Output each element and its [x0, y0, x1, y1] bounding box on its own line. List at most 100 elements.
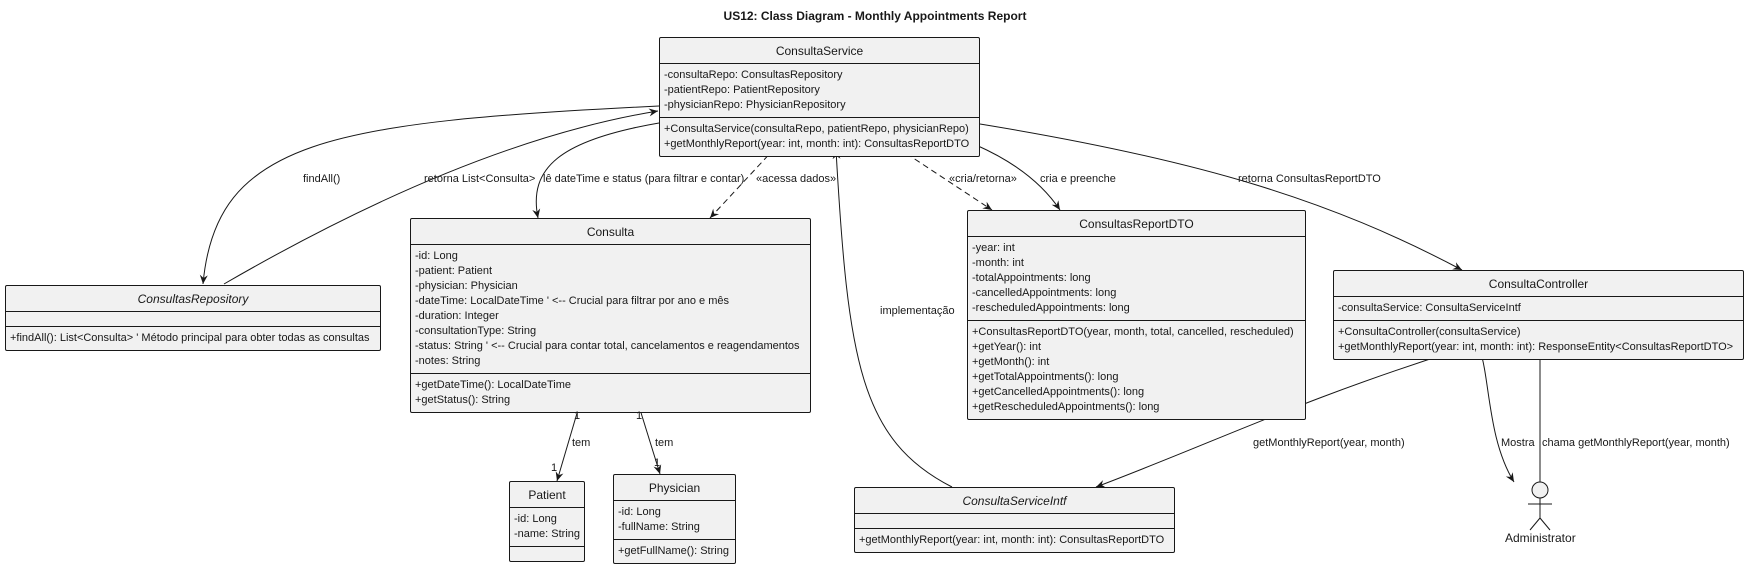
edge-label-acessa-dados: «acessa dados» [756, 173, 837, 185]
class-consultas-report-dto[interactable]: ConsultasReportDTO -year: int -month: in… [967, 210, 1306, 420]
method: +getTotalAppointments(): long [972, 371, 1119, 383]
attribute: -rescheduledAppointments: long [972, 302, 1130, 314]
attribute: -physician: Physician [415, 280, 518, 292]
edge-label-implementacao: implementação [880, 305, 955, 317]
attribute: -dateTime: LocalDateTime ' <-- Crucial p… [415, 295, 729, 307]
method: +getMonth(): int [972, 356, 1050, 368]
class-physician[interactable]: Physician -id: Long -fullName: String +g… [613, 474, 736, 564]
attributes-section: -id: Long -name: String [510, 507, 584, 546]
attribute: -id: Long [618, 506, 661, 518]
attribute: -fullName: String [618, 521, 700, 533]
attributes-section: -consultaService: ConsultaServiceIntf [1334, 296, 1743, 320]
edge-label-mostra: Mostra [1501, 437, 1535, 449]
attribute: -year: int [972, 242, 1015, 254]
multiplicity-patient-source: 1 [574, 410, 581, 422]
attribute: -month: int [972, 257, 1024, 269]
method: +ConsultaController(consultaService) [1338, 326, 1521, 338]
attribute: -totalAppointments: long [972, 272, 1091, 284]
attribute: -patient: Patient [415, 265, 493, 277]
method: +getDateTime(): LocalDateTime [415, 379, 571, 391]
edge-cria-retorna [897, 147, 993, 211]
methods-section: +ConsultaService(consultaRepo, patientRe… [660, 117, 979, 156]
method: +ConsultasReportDTO(year, month, total, … [972, 326, 1294, 338]
class-name: ConsultasReportDTO [1079, 217, 1194, 231]
edge-label-retorna-dto: retorna ConsultasReportDTO [1238, 173, 1381, 185]
attribute: -consultationType: String [415, 325, 537, 337]
edge-mostra [1479, 349, 1515, 483]
class-consulta[interactable]: Consulta -id: Long -patient: Patient -ph… [410, 218, 811, 413]
class-name: ConsultaService [775, 44, 864, 58]
edge-le-datetime [532, 122, 660, 219]
class-name: ConsultaController [1488, 277, 1589, 291]
attribute: -status: String ' <-- Crucial para conta… [415, 340, 800, 352]
methods-section: +ConsultaController(consultaService) +ge… [1334, 320, 1743, 359]
attribute: -consultaService: ConsultaServiceIntf [1338, 302, 1521, 314]
class-name: Consulta [586, 225, 635, 239]
actor-label: Administrator [1505, 531, 1576, 545]
attribute: -cancelledAppointments: long [972, 287, 1117, 299]
edge-retorna-list [223, 108, 659, 285]
class-patient[interactable]: Patient -id: Long -name: String [509, 481, 585, 562]
edge-acessa-dados [709, 147, 776, 219]
attributes-section: -id: Long -fullName: String [614, 500, 735, 539]
class-consulta-service-intf[interactable]: ConsultaServiceIntf +getMonthlyReport(ye… [854, 487, 1175, 553]
attribute: -name: String [514, 528, 581, 540]
methods-section: +getMonthlyReport(year: int, month: int)… [855, 528, 1174, 552]
diagram-title: US12: Class Diagram - Monthly Appointmen… [723, 9, 1027, 23]
edge-label-le-datetime: lê dateTime e status (para filtrar e con… [543, 173, 745, 185]
attributes-section [6, 311, 380, 326]
method: +getRescheduledAppointments(): long [972, 401, 1160, 413]
methods-section: +ConsultasReportDTO(year, month, total, … [968, 320, 1305, 419]
attribute: -patientRepo: PatientRepository [664, 84, 820, 96]
multiplicity-physician-source: 1 [636, 410, 643, 422]
method: +getMonthlyReport(year: int, month: int)… [859, 534, 1165, 546]
method: +getMonthlyReport(year: int, month: int)… [1338, 341, 1734, 353]
methods-section: +getDateTime(): LocalDateTime +getStatus… [411, 373, 810, 412]
multiplicity-physician-target: 1 [654, 457, 661, 469]
class-name: ConsultaServiceIntf [962, 494, 1067, 508]
multiplicity-patient-target: 1 [551, 462, 558, 474]
edge-find-all [199, 105, 660, 285]
methods-section: +findAll(): List<Consulta> ' Método prin… [6, 326, 380, 350]
edge-cria-preenche [975, 144, 1061, 211]
attribute: -id: Long [415, 250, 458, 262]
method: +getCancelledAppointments(): long [972, 386, 1145, 398]
edge-consulta-physician [637, 402, 662, 475]
attributes-section: -consultaRepo: ConsultasRepository -pati… [660, 63, 979, 117]
attributes-section: -id: Long -patient: Patient -physician: … [411, 244, 810, 373]
method: +ConsultaService(consultaRepo, patientRe… [664, 123, 969, 135]
edge-label-cria-retorna: «cria/retorna» [949, 173, 1017, 185]
attribute: -id: Long [514, 513, 557, 525]
class-consulta-service[interactable]: ConsultaService -consultaRepo: Consultas… [659, 37, 980, 157]
attributes-section [855, 513, 1174, 528]
edge-label-retorna-list: retorna List<Consulta> [424, 173, 536, 185]
method: +getStatus(): String [415, 394, 511, 406]
attribute: -notes: String [415, 355, 481, 367]
edge-implementacao [832, 149, 953, 488]
edge-label-find-all: findAll() [303, 173, 341, 185]
edge-label-get-monthly: getMonthlyReport(year, month) [1253, 437, 1405, 449]
edge-retorna-dto [979, 123, 1463, 271]
methods-section: +getFullName(): String [614, 539, 735, 563]
class-consultas-repository[interactable]: ConsultasRepository +findAll(): List<Con… [5, 285, 381, 351]
method: +findAll(): List<Consulta> ' Método prin… [10, 332, 370, 344]
administrator-actor-icon [1528, 481, 1552, 531]
edge-label-tem-patient: tem [572, 437, 591, 449]
methods-section [510, 546, 584, 561]
method: +getFullName(): String [618, 545, 729, 557]
attributes-section: -year: int -month: int -totalAppointment… [968, 236, 1305, 320]
class-consulta-controller[interactable]: ConsultaController -consultaService: Con… [1333, 270, 1744, 360]
edge-label-tem-physician: tem [655, 437, 674, 449]
edge-label-cria-preenche: cria e preenche [1040, 173, 1116, 185]
attribute: -duration: Integer [415, 310, 499, 322]
edge-label-chama: chama getMonthlyReport(year, month) [1542, 437, 1730, 449]
class-name: ConsultasRepository [137, 292, 249, 306]
attribute: -physicianRepo: PhysicianRepository [664, 99, 846, 111]
attribute: -consultaRepo: ConsultasRepository [664, 69, 843, 81]
class-name: Patient [528, 488, 566, 502]
method: +getMonthlyReport(year: int, month: int)… [664, 138, 970, 150]
class-name: Physician [648, 481, 701, 495]
method: +getYear(): int [972, 341, 1041, 353]
edge-consulta-patient [555, 402, 581, 482]
